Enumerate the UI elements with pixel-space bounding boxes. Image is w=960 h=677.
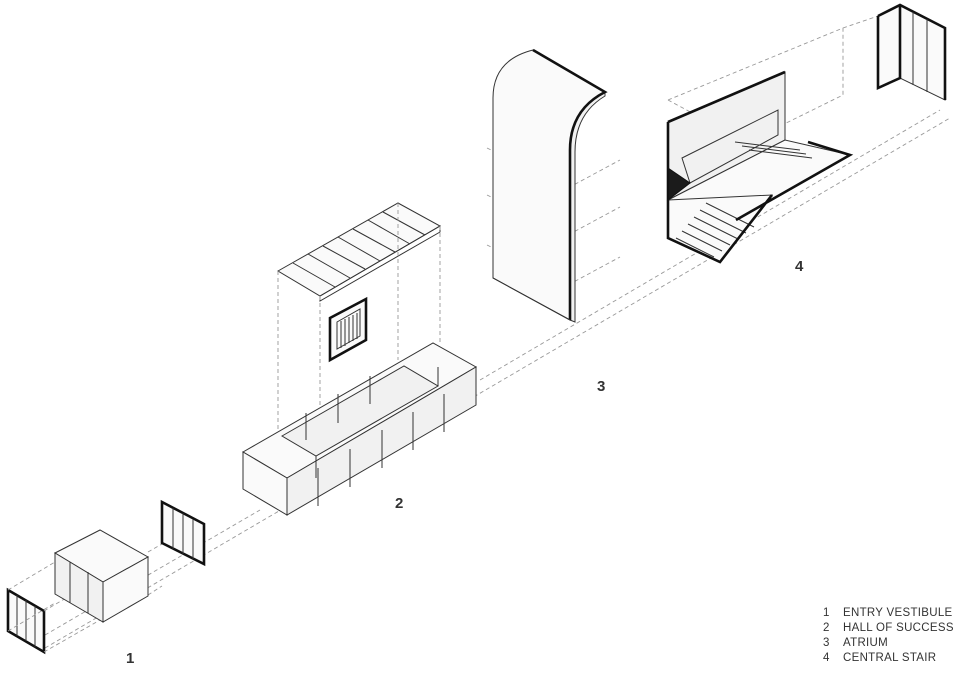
legend-text: ENTRY VESTIBULE [843, 607, 953, 619]
entry-door-outer [6, 587, 46, 655]
hall-bench [242, 342, 478, 516]
legend-number: 2 [823, 622, 830, 634]
hall-plaque [328, 296, 368, 363]
label-3: 3 [597, 378, 606, 395]
atrium-group [486, 48, 621, 323]
stair-door-panel [876, 3, 947, 101]
label-1: 1 [126, 650, 135, 667]
legend-text: ATRIUM [843, 637, 889, 649]
legend-number: 4 [823, 652, 830, 664]
atrium-curved-wall [492, 48, 608, 323]
legend-number: 3 [823, 637, 830, 649]
entry-vestibule-group [6, 499, 206, 655]
legend-text: HALL OF SUCCESS [843, 622, 954, 634]
legend-item: 1 ENTRY VESTIBULE [823, 606, 954, 621]
label-2: 2 [395, 495, 404, 512]
legend-item: 4 CENTRAL STAIR [823, 651, 954, 666]
entry-vestibule-box [53, 529, 150, 623]
legend-text: CENTRAL STAIR [843, 652, 937, 664]
hall-ceiling-slats [277, 202, 442, 302]
central-stair-volume [666, 70, 854, 264]
legend-number: 1 [823, 607, 830, 619]
legend-item: 3 ATRIUM [823, 636, 954, 651]
legend-item: 2 HALL OF SUCCESS [823, 621, 954, 636]
label-4: 4 [795, 258, 804, 275]
central-stair-group [666, 3, 947, 264]
entry-door-inner [160, 499, 206, 567]
legend: 1 ENTRY VESTIBULE 2 HALL OF SUCCESS 3 AT… [823, 606, 954, 666]
hall-of-success-group [242, 202, 478, 516]
